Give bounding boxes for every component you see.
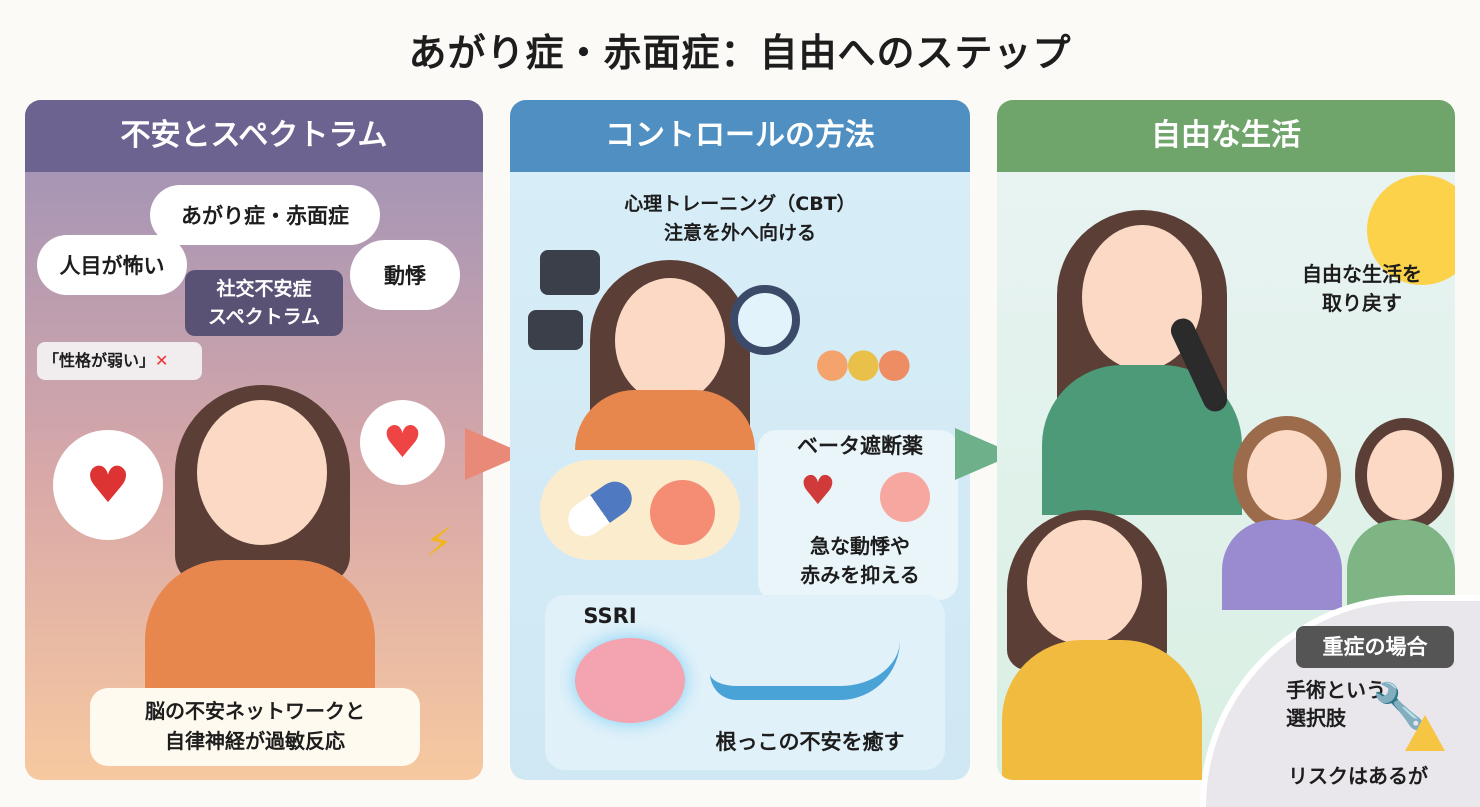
- magnifier-icon: [730, 285, 800, 355]
- woman-body: [575, 390, 755, 450]
- thought-cloud-palpitation: 動悸: [350, 240, 460, 310]
- panel-header: コントロールの方法: [510, 100, 970, 172]
- smiling-people-icon: ●●●: [815, 340, 912, 386]
- thought-cloud-main: あがり症・赤面症: [150, 185, 380, 245]
- cross-icon: ✕: [155, 351, 169, 370]
- camera-icon: [528, 310, 583, 350]
- laughing-woman-face: [1027, 520, 1142, 645]
- severe-case-tag: 重症の場合: [1296, 626, 1454, 668]
- surgery-option-text: 手術という 選択肢: [1286, 678, 1386, 730]
- beta-blocker-title: ベータ遮断薬: [797, 434, 923, 458]
- friend-face: [1367, 430, 1442, 520]
- beta-blocker-desc: 急な動悸や 赤みを抑える: [800, 534, 920, 587]
- heart-bubble-icon: ♥: [360, 400, 445, 485]
- panel-header: 不安とスペクトラム: [25, 100, 483, 172]
- page-title: あがり症・赤面症：自由へのステップ: [408, 31, 1072, 75]
- ssri-desc: 根っこの不安を癒す: [715, 730, 905, 754]
- anxious-woman-face: [197, 400, 327, 545]
- wave-icon: [710, 640, 900, 700]
- friend-body: [1222, 520, 1342, 610]
- thought-cloud-fear: 人目が怖い: [37, 235, 187, 295]
- risk-text: リスクはあるが: [1288, 764, 1428, 788]
- brain-network-caption: 脳の不安ネットワークと 自律神経が過敏反応: [90, 688, 420, 766]
- laughing-woman-body: [1002, 640, 1202, 780]
- cbt-label: 心理トレーニング（CBT） 注意を外へ向ける: [624, 193, 856, 244]
- friend-face: [1247, 430, 1327, 520]
- camera-icon: [540, 250, 600, 295]
- flushed-face-icon: [880, 472, 930, 522]
- reclaim-life-text: 自由な生活を 取り戻す: [1302, 262, 1422, 315]
- calm-woman-face: [615, 278, 725, 403]
- warning-icon: [1405, 715, 1445, 751]
- ssri-title: SSRI: [583, 604, 637, 628]
- heart-organ-icon: ♥: [53, 430, 163, 540]
- panel-control-methods: コントロールの方法 心理トレーニング（CBT） 注意を外へ向ける ●●● ベータ…: [510, 100, 970, 780]
- panel-header: 自由な生活: [997, 100, 1455, 172]
- spectrum-tag: 社交不安症 スペクトラム: [185, 270, 343, 336]
- calm-face-icon: [650, 480, 715, 545]
- beta-blocker-card: [758, 430, 958, 600]
- panel-anxiety-spectrum: 不安とスペクトラム あがり症・赤面症 人目が怖い 動悸 社交不安症 スペクトラム…: [25, 100, 483, 780]
- lightning-icon: ⚡: [425, 520, 454, 566]
- sun-icon: [1367, 175, 1455, 285]
- brain-icon: [575, 638, 685, 723]
- anxious-woman-body: [145, 560, 375, 710]
- heart-icon: ♥: [800, 468, 836, 514]
- myth-label: 「性格が弱い」✕: [37, 342, 202, 380]
